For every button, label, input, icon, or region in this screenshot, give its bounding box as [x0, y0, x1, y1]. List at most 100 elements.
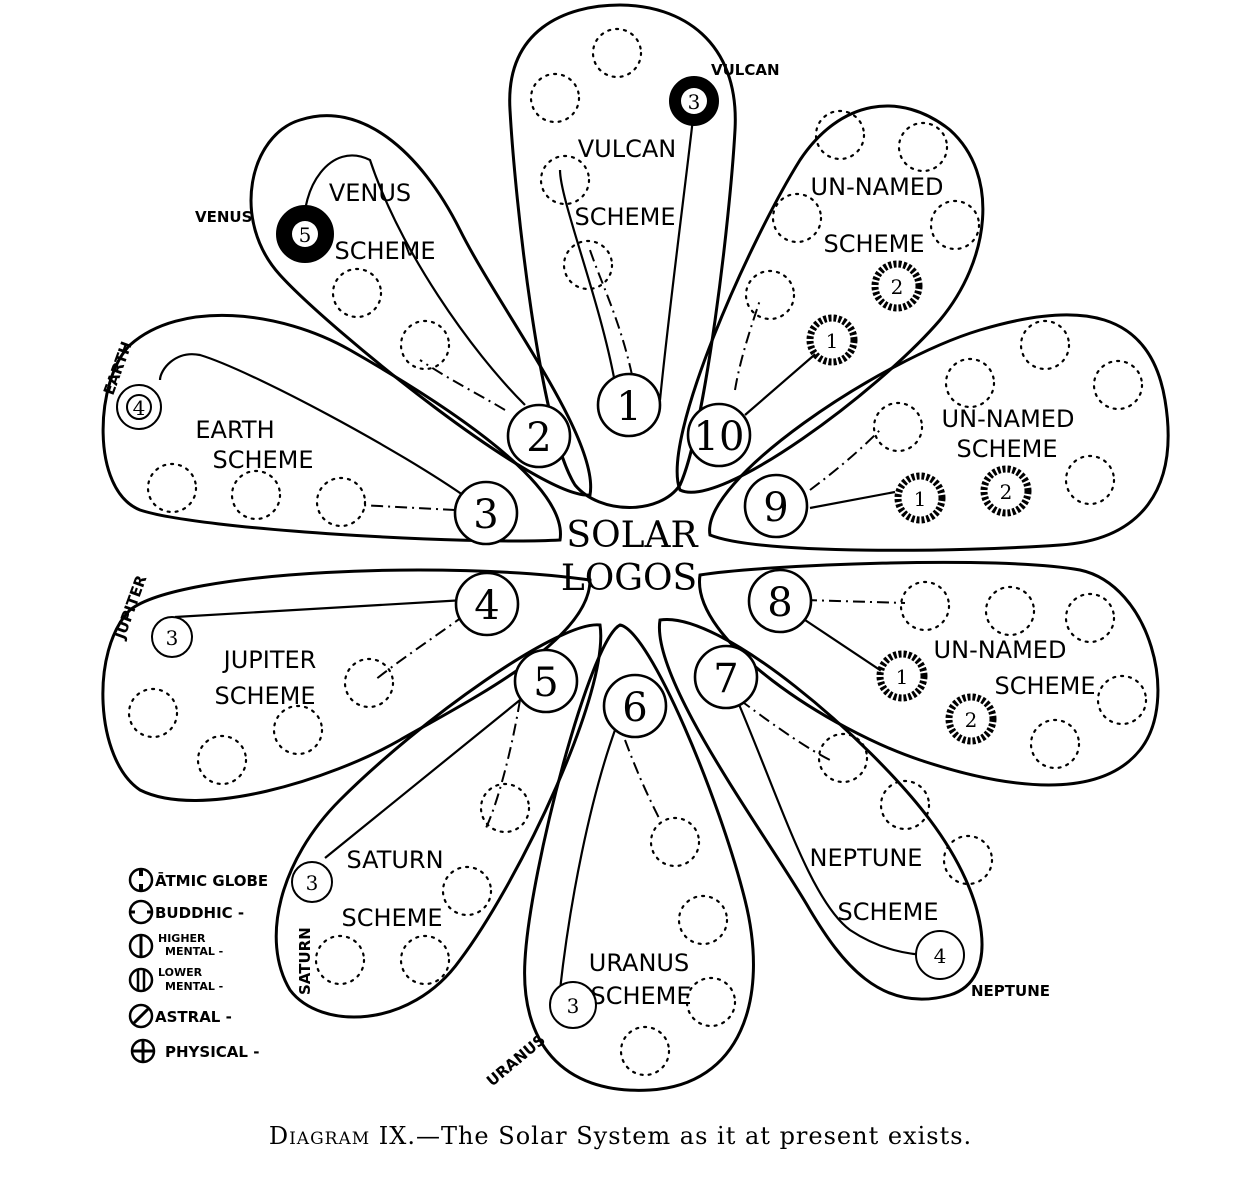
- vulcan-planet-label: VULCAN: [711, 61, 780, 79]
- petal-unnamed-10: [675, 104, 985, 494]
- svg-text:MENTAL -: MENTAL -: [165, 945, 223, 958]
- physical-globe-icon: [130, 1038, 156, 1064]
- svg-text:3: 3: [567, 994, 580, 1018]
- unnamed-9-scheme-word: SCHEME: [956, 435, 1057, 463]
- venus-scheme-word: SCHEME: [334, 237, 435, 265]
- svg-text:ASTRAL -: ASTRAL -: [155, 1008, 232, 1026]
- jupiter-scheme-name: JUPITER: [222, 646, 317, 674]
- legend-item-lower-mental: LOWER MENTAL -: [128, 966, 223, 993]
- higher-mental-globe-icon: [128, 933, 154, 959]
- legend-item-atmic: ĀTMIC GLOBE: [128, 867, 268, 893]
- svg-text:3: 3: [306, 871, 319, 895]
- caption-text: —The Solar System as it at present exist…: [415, 1122, 973, 1150]
- solar-logos-center: SOLAR LOGOS: [561, 515, 699, 599]
- svg-text:2: 2: [1000, 480, 1013, 504]
- svg-text:8: 8: [767, 580, 792, 626]
- dotted-globes: [127, 27, 1148, 1077]
- earth-scheme-name: EARTH: [195, 416, 274, 444]
- center-label-line2: LOGOS: [561, 558, 697, 599]
- buddhic-globe-icon: [128, 899, 154, 925]
- unnamed-10-scheme-name: UN-NAMED: [811, 173, 944, 201]
- uranus-planet-label: URANUS: [483, 1031, 549, 1090]
- unnamed-9-planet-2: 2: [980, 465, 1032, 517]
- scheme-number-5: 5: [513, 648, 579, 714]
- vulcan-planet: 3: [669, 76, 719, 126]
- saturn-planet-label: SATURN: [296, 927, 314, 995]
- svg-text:3: 3: [166, 626, 179, 650]
- center-label-line1: SOLAR: [566, 515, 698, 556]
- svg-text:4: 4: [474, 583, 499, 629]
- petal-unnamed-9: [708, 313, 1170, 552]
- petal-earth: [101, 313, 562, 543]
- svg-text:HIGHER: HIGHER: [158, 932, 206, 945]
- svg-text:1: 1: [616, 384, 641, 430]
- svg-text:1: 1: [914, 487, 927, 511]
- svg-text:LOWER: LOWER: [158, 966, 203, 979]
- diagram-caption: Diagram IX.—The Solar System as it at pr…: [0, 1122, 1241, 1150]
- unnamed-8-scheme-word: SCHEME: [994, 672, 1095, 700]
- svg-text:1: 1: [896, 665, 909, 689]
- neptune-scheme-word: SCHEME: [837, 898, 938, 926]
- saturn-scheme-name: SATURN: [346, 846, 443, 874]
- svg-text:9: 9: [763, 485, 788, 531]
- svg-text:5: 5: [533, 660, 558, 706]
- petal-vulcan: [508, 3, 737, 509]
- neptune-planet-label: NEPTUNE: [971, 982, 1050, 1000]
- svg-text:1: 1: [826, 329, 839, 353]
- unnamed-8-planet-2: 2: [945, 693, 997, 745]
- legend: ĀTMIC GLOBE BUDDHIC - HIGHER MENTAL - LO…: [128, 867, 268, 1064]
- petal-jupiter: [101, 568, 592, 802]
- unnamed-10-planet-1: 1: [806, 314, 858, 366]
- unnamed-10-planet-2: 2: [871, 260, 923, 312]
- lower-mental-globe-icon: [128, 967, 154, 993]
- legend-item-physical: PHYSICAL -: [130, 1038, 259, 1064]
- scheme-number-7: 7: [693, 644, 759, 710]
- unnamed-8-scheme-name: UN-NAMED: [934, 636, 1067, 664]
- earth-planet: 4: [116, 384, 162, 430]
- jupiter-planet: 3: [151, 616, 193, 658]
- svg-text:10: 10: [694, 414, 745, 460]
- svg-text:4: 4: [934, 944, 947, 968]
- jupiter-planet-label: JUPITER: [111, 572, 151, 642]
- venus-planet: 5: [276, 205, 334, 263]
- uranus-scheme-name: URANUS: [589, 949, 689, 977]
- unnamed-9-scheme-name: UN-NAMED: [942, 405, 1075, 433]
- svg-text:2: 2: [891, 275, 904, 299]
- svg-text:5: 5: [299, 223, 312, 247]
- vulcan-scheme-name: VULCAN: [578, 135, 676, 163]
- venus-scheme-name: VENUS: [329, 179, 411, 207]
- uranus-planet: 3: [549, 981, 597, 1029]
- scheme-number-6: 6: [602, 673, 668, 739]
- legend-item-higher-mental: HIGHER MENTAL -: [128, 932, 223, 959]
- scheme-number-2: 2: [506, 403, 572, 469]
- jupiter-scheme-word: SCHEME: [214, 682, 315, 710]
- earth-scheme-word: SCHEME: [212, 446, 313, 474]
- svg-text:3: 3: [688, 90, 701, 114]
- scheme-name-labels: VULCAN SCHEME VENUS SCHEME EARTH SCHEME …: [195, 135, 1095, 1010]
- neptune-scheme-name: NEPTUNE: [810, 844, 923, 872]
- scheme-number-8: 8: [747, 568, 813, 634]
- saturn-planet: 3: [291, 861, 333, 903]
- svg-text:MENTAL -: MENTAL -: [165, 980, 223, 993]
- svg-text:2: 2: [526, 415, 551, 461]
- planets: 3 VULCAN 5 VENUS 4 EARTH 3 JUPITER 3: [100, 61, 1050, 1090]
- svg-text:BUDDHIC -: BUDDHIC -: [155, 904, 244, 922]
- petal-outlines: [101, 3, 1170, 1092]
- caption-prefix: Diagram IX.: [268, 1122, 416, 1150]
- venus-planet-label: VENUS: [195, 208, 252, 226]
- neptune-planet: 4: [915, 930, 965, 980]
- scheme-number-1: 1: [596, 372, 662, 438]
- svg-text:7: 7: [713, 656, 738, 702]
- legend-item-buddhic: BUDDHIC -: [128, 899, 244, 925]
- uranus-scheme-word: SCHEME: [590, 982, 691, 1010]
- svg-text:4: 4: [133, 396, 146, 420]
- astral-globe-icon: [128, 1003, 154, 1029]
- svg-text:3: 3: [473, 492, 498, 538]
- chain-links: [359, 249, 906, 831]
- inner-loops: [158, 99, 931, 991]
- unnamed-9-planet-1: 1: [894, 472, 946, 524]
- svg-text:6: 6: [622, 685, 647, 731]
- scheme-number-10: 10: [686, 402, 752, 468]
- scheme-number-4: 4: [454, 571, 520, 637]
